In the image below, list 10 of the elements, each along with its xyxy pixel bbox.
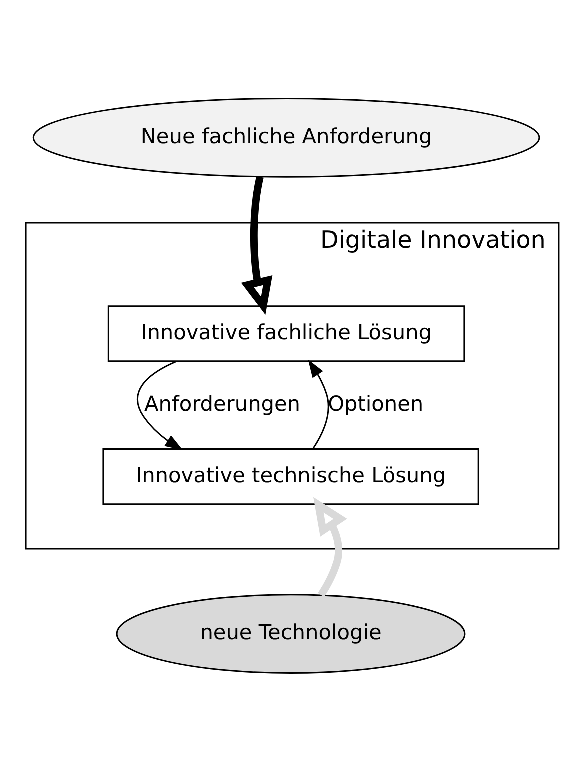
node-box: Innovative technische Lösung (102, 448, 480, 505)
node-ellipse: Neue fachliche Anforderung (32, 97, 540, 178)
arrow (136, 360, 184, 450)
arrow (314, 496, 348, 597)
arrow (241, 176, 273, 315)
edge-label: Anforderungen (144, 391, 301, 416)
node-box: Innovative fachliche Lösung (108, 305, 466, 362)
edge-label: Optionen (328, 391, 424, 416)
node-ellipse: neue Technologie (116, 594, 466, 674)
arrow (308, 359, 330, 449)
